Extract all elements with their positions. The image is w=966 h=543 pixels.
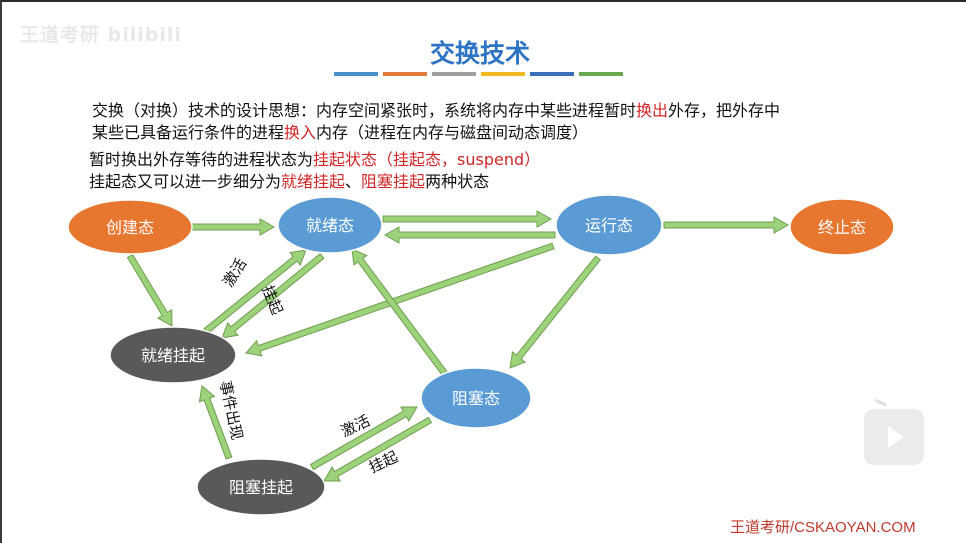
line2-part1: 某些已具备运行条件的进程 xyxy=(92,123,285,142)
watermark-logo: 王道考研 bilibili xyxy=(20,24,182,46)
arrow-blocked-suspend-to-blocked xyxy=(309,406,418,471)
arrow-blocked-to-blocked-suspend xyxy=(323,416,433,482)
footer-brand: 王道考研/CSKAOYAN.COM xyxy=(730,519,916,536)
line4-ready-suspend: 就绪挂起 xyxy=(281,172,346,191)
line2-swap-in: 换入 xyxy=(284,123,317,142)
label-activate-upper: 激活 xyxy=(219,255,250,290)
arrow-running-to-terminated xyxy=(663,216,790,234)
color-bar-2 xyxy=(383,72,427,76)
text-line-4: 挂起态又可以进一步细分为就绪挂起、阻塞挂起两种状态 xyxy=(89,171,489,193)
state-node-blocked-suspend: 阻塞挂起 xyxy=(196,458,326,516)
state-node-ready-suspend: 就绪挂起 xyxy=(109,326,237,384)
slide-title: 交换技术 xyxy=(0,34,966,70)
state-node-shape xyxy=(555,194,663,256)
line4-part1: 挂起态又可以进一步细分为 xyxy=(89,172,282,191)
state-node-terminated: 终止态 xyxy=(789,198,895,256)
arrow-running-to-blocked xyxy=(509,255,601,369)
state-node-shape xyxy=(109,326,237,384)
slide-title-text: 交换技术 xyxy=(429,39,530,68)
state-node-shape xyxy=(789,198,895,256)
text-line-1: 交换（对换）技术的设计思想：内存空间紧张时，系统将内存中某些进程暂时换出外存，把… xyxy=(92,100,780,122)
state-node-ready: 就绪态 xyxy=(277,196,383,254)
color-bar-6 xyxy=(579,72,623,76)
line1-part1: 交换（对换）技术的设计思想：内存空间紧张时，系统将内存中某些进程暂时 xyxy=(92,101,637,120)
arrow-ready-to-ready-suspend xyxy=(221,252,325,339)
line4-part5: 两种状态 xyxy=(425,172,490,191)
state-node-shape xyxy=(196,458,326,516)
state-node-shape xyxy=(420,367,532,429)
text-line-2: 某些已具备运行条件的进程换入内存（进程在内存与磁盘间动态调度） xyxy=(92,122,588,144)
state-node-label: 终止态 xyxy=(818,218,866,237)
state-node-label: 就绪态 xyxy=(306,216,354,235)
color-bar-5 xyxy=(530,72,574,76)
line3-part1: 暂时换出外存等待的进程状态为 xyxy=(89,150,314,169)
line2-part3: 内存（进程在内存与磁盘间动态调度） xyxy=(316,123,589,142)
line4-sep: 、 xyxy=(345,172,362,191)
transition-labels: 激活 挂起 事件出现 激活 挂起 xyxy=(216,255,401,476)
state-node-label: 创建态 xyxy=(106,218,154,237)
window-left-border xyxy=(0,0,2,543)
arrow-blocked-suspend-to-ready-suspend xyxy=(198,385,233,460)
state-node-label: 运行态 xyxy=(585,216,633,235)
arrow-create-to-ready-suspend xyxy=(126,253,173,327)
state-node-label: 阻塞态 xyxy=(452,389,500,408)
state-node-shape xyxy=(67,199,193,255)
arrow-running-to-ready-suspend xyxy=(245,242,555,357)
line4-blocked-suspend: 阻塞挂起 xyxy=(361,172,426,191)
arrow-ready-to-running xyxy=(382,210,553,228)
line3-suspend-state: 挂起状态（挂起态，suspend） xyxy=(313,150,541,169)
state-transition-arrows xyxy=(126,210,790,482)
state-node-create: 创建态 xyxy=(67,199,193,255)
state-node-running: 运行态 xyxy=(555,194,663,256)
window-top-border xyxy=(0,0,966,2)
arrow-ready-suspend-to-ready xyxy=(203,249,307,335)
text-line-3: 暂时换出外存等待的进程状态为挂起状态（挂起态，suspend） xyxy=(89,149,540,171)
line1-swap-out: 换出 xyxy=(636,101,669,120)
color-bar-1 xyxy=(334,72,378,76)
color-bar-3 xyxy=(432,72,476,76)
color-bar-4 xyxy=(481,72,525,76)
arrow-running-to-ready xyxy=(383,226,556,244)
state-node-label: 就绪挂起 xyxy=(141,346,205,365)
arrow-blocked-to-ready xyxy=(351,248,449,377)
video-play-button[interactable] xyxy=(864,409,924,465)
state-node-label: 阻塞挂起 xyxy=(229,478,293,497)
state-node-blocked: 阻塞态 xyxy=(420,367,532,429)
play-icon xyxy=(888,426,904,448)
line1-part3: 外存，把外存中 xyxy=(668,101,781,120)
state-node-shape xyxy=(277,196,383,254)
